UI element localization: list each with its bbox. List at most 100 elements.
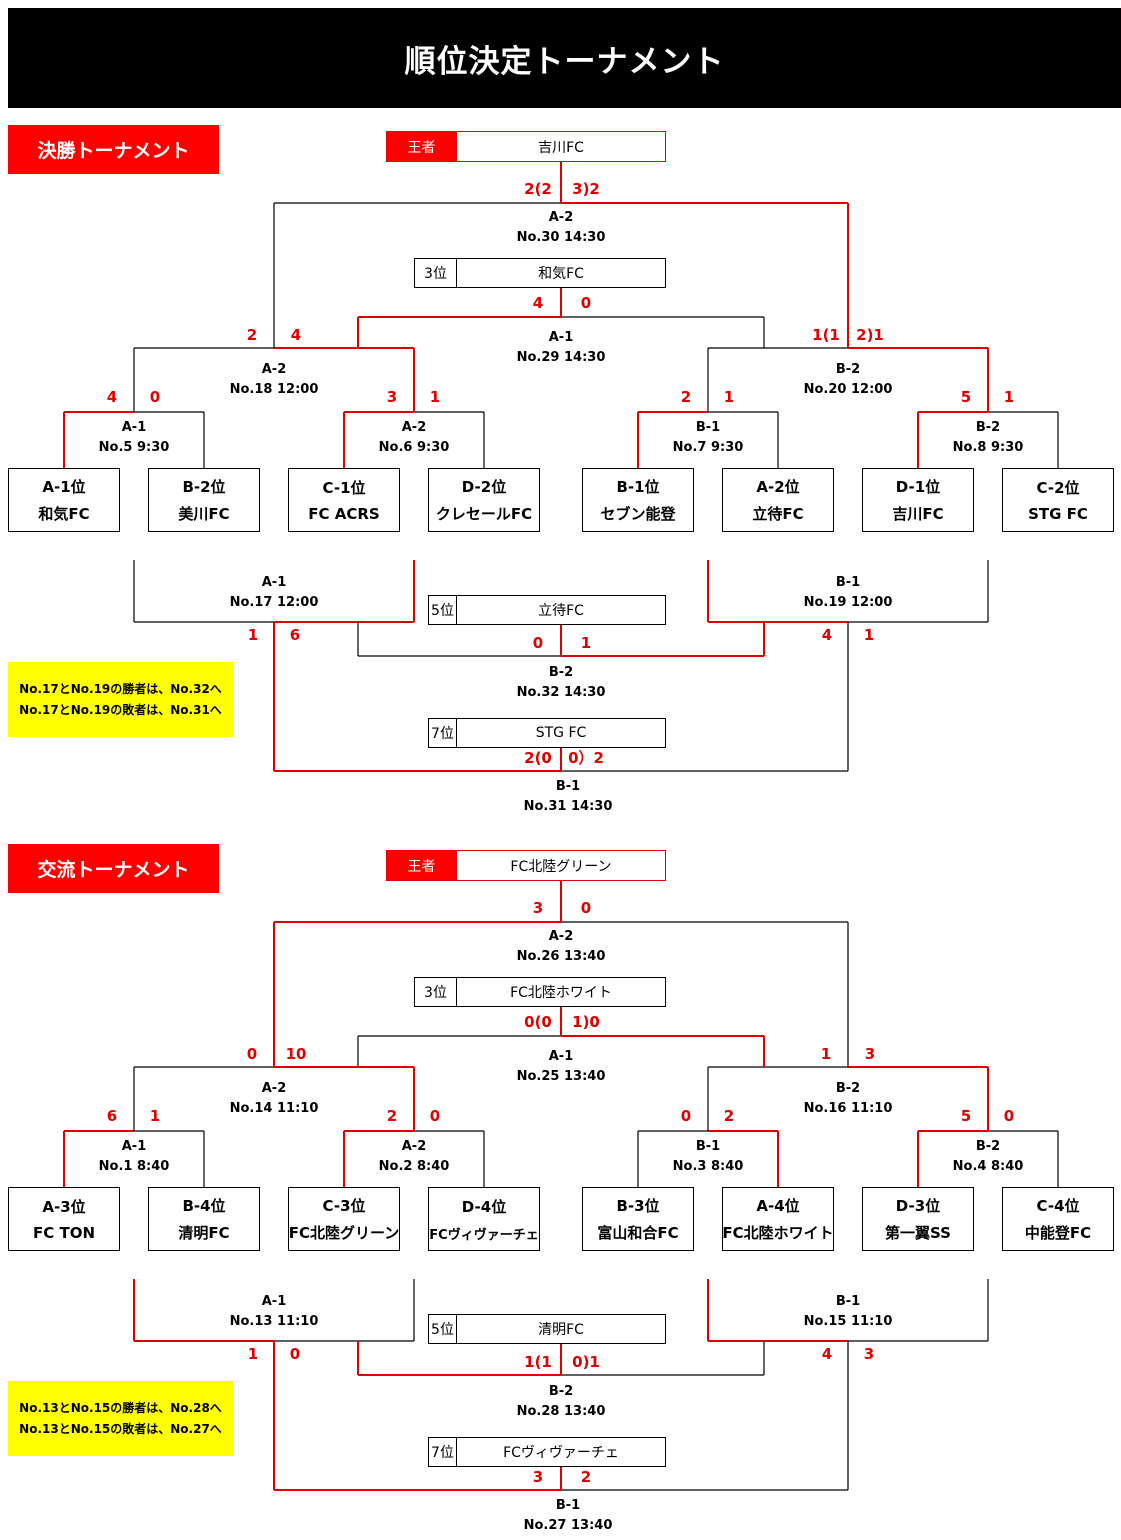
section-label: 交流トーナメント [8,844,219,893]
score-left: 0 [532,634,544,652]
match-court: A-1 [261,575,287,590]
match-court: A-2 [548,929,574,944]
fifth-place-box-label: 5位 [429,596,457,624]
team-seed: A-1位 [42,478,86,496]
match-court: B-2 [975,1139,1001,1154]
score-left: 2 [246,326,258,344]
champion-box: 王者 FC北陸グリーン [386,850,666,881]
team-box: A-2位立待FC [722,468,834,532]
score-left: 0(0 [524,1013,552,1031]
match-court: A-1 [261,1294,287,1309]
match-court: B-2 [548,1384,574,1399]
score-right: 3)2 [572,180,600,198]
team-box: C-2位 STG FC [1002,468,1114,532]
score-right: 0 [289,1345,301,1363]
match-court: B-1 [695,420,721,435]
note-line: No.13とNo.15の勝者は、No.28へ [19,1400,222,1415]
match-court: B-1 [555,779,581,794]
team-seed: B-3位 [616,1197,660,1215]
match-number: No.32 14:30 [516,685,606,700]
score-right: 2 [580,1468,592,1486]
team-seed: C-4位 [1036,1197,1080,1215]
match-number: No.31 14:30 [523,799,613,814]
team-seed: A-4位 [756,1197,800,1215]
match-court: B-2 [835,1081,861,1096]
team-name: 美川FC [178,505,230,523]
match-number: No.25 13:40 [516,1069,606,1084]
champion-box-label: 王者 [387,851,457,880]
score-left: 3 [532,899,544,917]
score-left: 2(2 [524,180,552,198]
score-left: 4 [821,1345,833,1363]
champion-box: 王者吉川FC [386,131,666,162]
team-seed: B-4位 [182,1197,226,1215]
team-name: 和気FC [38,505,90,523]
team-seed: C-2位 [1036,478,1080,497]
team-seed: C-1位 [322,478,366,497]
team-seed: A-2位 [756,478,800,496]
match-number: No.20 12:00 [803,382,893,397]
score-right: 2 [723,1107,735,1125]
score-right: 0 [1003,1107,1015,1125]
score-right: 1 [863,626,875,644]
score-left: 5 [960,388,972,406]
score-left: 2 [386,1107,398,1125]
score-right: 3 [863,1345,875,1363]
fifth-place-box-label: 5位 [429,1315,457,1343]
team-seed: A-3位 [42,1197,86,1216]
match-number: No.29 14:30 [516,350,606,365]
score-left: 1(1 [524,1353,552,1371]
match-number: No.27 13:40 [523,1518,613,1533]
score-left: 5 [960,1107,972,1125]
third-place-box-label: 3位 [415,978,457,1006]
team-name: セブン能登 [600,505,676,523]
team-box: B-2位美川FC [148,468,260,532]
team-box: C-4位中能登FC [1002,1187,1114,1251]
match-number: No.15 11:10 [803,1314,893,1329]
match-court: B-1 [695,1139,721,1154]
team-box: B-3位富山和合FC [582,1187,694,1251]
team-box: D-1位吉川FC [862,468,974,532]
match-number: No.2 8:40 [378,1159,450,1174]
score-left: 4 [821,626,833,644]
fifth-place-box: 5位清明FC [428,1314,666,1344]
score-right: 0 [149,388,161,406]
score-right: 1 [149,1107,161,1125]
team-name: FC北陸ホワイト [722,1224,834,1242]
match-court: A-2 [261,1081,287,1096]
score-left: 4 [532,294,544,312]
score-right: 1)0 [572,1013,600,1031]
seventh-place-box-team: FCヴィヴァーチェ [503,1445,619,1461]
team-name: STG FC [1028,505,1088,524]
match-court: A-1 [548,330,574,345]
note-line: No.17とNo.19の勝者は、No.32へ [19,681,222,696]
champion-box-team: FC北陸グリーン [510,858,612,875]
match-number: No.18 12:00 [229,382,319,397]
match-number: No.13 11:10 [229,1314,319,1329]
team-name: FC北陸グリーン [288,1224,400,1242]
fifth-place-box-team: 立待FC [538,603,584,619]
third-place-box-team: FC北陸ホワイト [510,985,612,1001]
team-name: 第一翼SS [885,1224,951,1242]
note-line: No.13とNo.15の敗者は、No.27へ [19,1421,222,1436]
match-number: No.5 9:30 [98,440,170,455]
score-right: 0)1 [572,1353,600,1371]
team-seed: D-4位 [461,1197,507,1216]
score-right: 1 [429,388,441,406]
match-number: No.30 14:30 [516,230,606,245]
third-place-box-team: 和気FC [538,266,584,282]
match-court: A-2 [401,420,427,435]
match-court: B-1 [835,575,861,590]
match-number: No.19 12:00 [803,595,893,610]
score-right: 6 [289,626,301,644]
team-name: 富山和合FC [597,1224,679,1242]
score-left: 0 [680,1107,692,1125]
